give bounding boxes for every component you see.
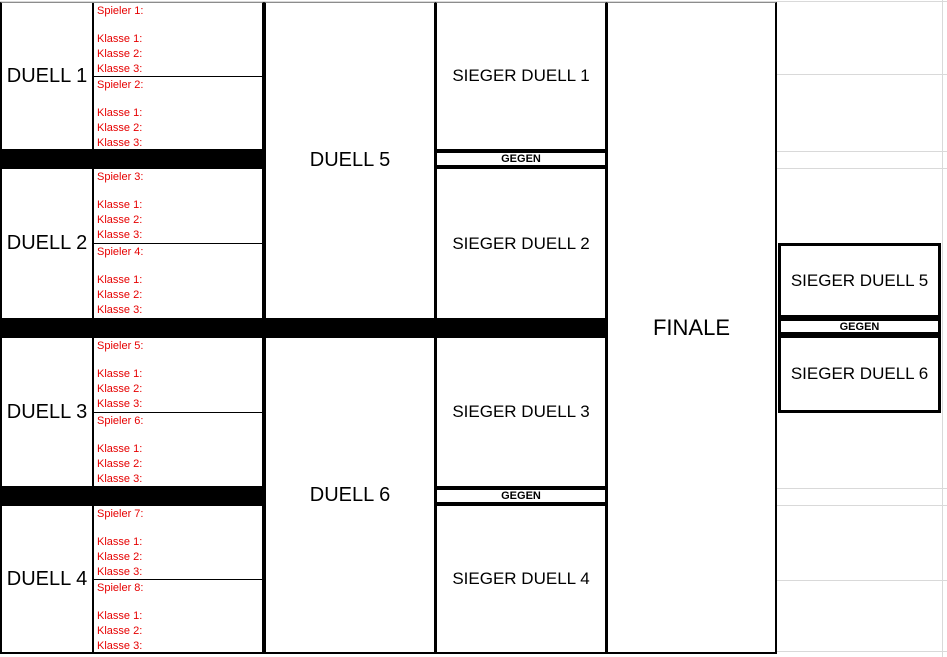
spieler-5-block: Spieler 5: Klasse 1: Klasse 2: Klasse 3: [94,338,262,413]
duell-3-match-group: DUELL 3 Spieler 5: Klasse 1: Klasse 2: K… [0,336,264,488]
klasse-label: Klasse 2: [97,383,143,395]
klasse-label: Klasse 1: [97,106,143,119]
spieler-6-block: Spieler 6: Klasse 1: Klasse 2: Klasse 3: [94,413,262,487]
spreadsheet-gridline [777,505,947,506]
klasse-label: Klasse 3: [97,136,143,149]
duell-1-label-cell: DUELL 1 [2,3,94,149]
sieger-duell-2-label: SIEGER DUELL 2 [452,233,590,253]
spreadsheet-gridline [0,1,947,2]
klasse-label: Klasse 3: [97,229,143,241]
spieler-2-block: Spieler 2: Klasse 1: Klasse 2: Klasse 3: [94,77,262,150]
player-name-label: Spieler 3: [97,171,144,183]
duell-1-label: DUELL 1 [6,64,88,87]
klasse-label: Klasse 1: [97,33,143,45]
duell-4-label-cell: DUELL 4 [2,506,94,652]
duell-2-players: Spieler 3: Klasse 1: Klasse 2: Klasse 3:… [94,169,262,318]
sieger-duell-2-box: SIEGER DUELL 2 [435,167,607,320]
duell-3-label-cell: DUELL 3 [2,338,94,486]
klasse-label: Klasse 3: [97,63,143,75]
klasse-label: Klasse 1: [97,199,143,211]
sieger-duell-3-label: SIEGER DUELL 3 [452,402,590,421]
player-name-label: Spieler 6: [97,414,144,427]
klasse-label: Klasse 3: [97,472,143,485]
duell-5-label: DUELL 5 [309,149,391,171]
player-name-label: Spieler 8: [97,581,144,594]
klasse-label: Klasse 2: [97,289,143,301]
gegen-box-final: GEGEN [778,318,941,335]
divider-bar [0,320,607,336]
klasse-label: Klasse 2: [97,214,143,226]
player-name-label: Spieler 2: [97,78,144,91]
spreadsheet-gridline [777,488,947,489]
sieger-duell-3-box: SIEGER DUELL 3 [435,336,607,488]
duell-4-match-group: DUELL 4 Spieler 7: Klasse 1: Klasse 2: K… [0,504,264,654]
klasse-label: Klasse 2: [97,121,143,134]
sieger-duell-5-label: SIEGER DUELL 5 [790,270,929,290]
duell-2-label: DUELL 2 [6,232,88,254]
spieler-1-block: Spieler 1: Klasse 1: Klasse 2: Klasse 3: [94,3,262,77]
duell-4-label: DUELL 4 [6,567,88,590]
duell-3-players: Spieler 5: Klasse 1: Klasse 2: Klasse 3:… [94,338,262,486]
spieler-7-block: Spieler 7: Klasse 1: Klasse 2: Klasse 3: [94,506,262,580]
sieger-duell-6-box: SIEGER DUELL 6 [778,335,941,413]
duell-1-match-group: DUELL 1 Spieler 1: Klasse 1: Klasse 2: K… [0,2,264,151]
klasse-label: Klasse 2: [97,624,143,637]
player-name-label: Spieler 5: [97,340,144,352]
duell-1-players: Spieler 1: Klasse 1: Klasse 2: Klasse 3:… [94,3,262,149]
spieler-8-block: Spieler 8: Klasse 1: Klasse 2: Klasse 3: [94,580,262,653]
klasse-label: Klasse 2: [97,551,143,563]
spreadsheet-gridline [777,580,947,581]
player-name-label: Spieler 1: [97,5,144,17]
klasse-label: Klasse 1: [97,609,143,622]
duell-2-label-cell: DUELL 2 [2,169,94,318]
gegen-label: GEGEN [501,153,541,165]
klasse-label: Klasse 1: [97,274,143,286]
divider-bar [0,151,264,167]
spreadsheet-gridline [777,168,947,169]
klasse-label: Klasse 2: [97,457,143,470]
klasse-label: Klasse 3: [97,639,143,652]
klasse-label: Klasse 3: [97,304,143,316]
sieger-duell-6-label: SIEGER DUELL 6 [790,364,929,383]
spreadsheet-gridline [777,74,947,75]
klasse-label: Klasse 2: [97,48,143,60]
sieger-duell-4-box: SIEGER DUELL 4 [435,504,607,654]
gegen-label: GEGEN [501,490,541,502]
finale-label: FINALE [652,314,731,340]
sieger-duell-1-box: SIEGER DUELL 1 [435,2,607,151]
duell-3-label: DUELL 3 [6,400,88,423]
duell-5-box: DUELL 5 [264,2,436,320]
player-name-label: Spieler 7: [97,508,144,520]
klasse-label: Klasse 1: [97,536,143,548]
sieger-duell-5-box: SIEGER DUELL 5 [778,243,941,318]
gegen-label: GEGEN [839,320,880,333]
klasse-label: Klasse 3: [97,566,143,578]
gegen-box-1: GEGEN [435,151,607,167]
gegen-box-2: GEGEN [435,488,607,504]
player-name-label: Spieler 4: [97,246,144,258]
klasse-label: Klasse 1: [97,442,143,455]
duell-4-players: Spieler 7: Klasse 1: Klasse 2: Klasse 3:… [94,506,262,652]
duell-2-match-group: DUELL 2 Spieler 3: Klasse 1: Klasse 2: K… [0,167,264,320]
sieger-duell-1-label: SIEGER DUELL 1 [452,66,590,85]
duell-6-box: DUELL 6 [264,336,436,654]
divider-bar [0,488,264,504]
spreadsheet-gridline [942,0,943,657]
spreadsheet-gridline [777,151,947,152]
klasse-label: Klasse 3: [97,398,143,410]
spieler-3-block: Spieler 3: Klasse 1: Klasse 2: Klasse 3: [94,169,262,244]
spieler-4-block: Spieler 4: Klasse 1: Klasse 2: Klasse 3: [94,244,262,318]
sieger-duell-4-label: SIEGER DUELL 4 [452,569,590,588]
spreadsheet-gridline [777,651,947,652]
finale-box: FINALE [606,2,777,654]
duell-6-label: DUELL 6 [309,483,391,506]
klasse-label: Klasse 1: [97,368,143,380]
